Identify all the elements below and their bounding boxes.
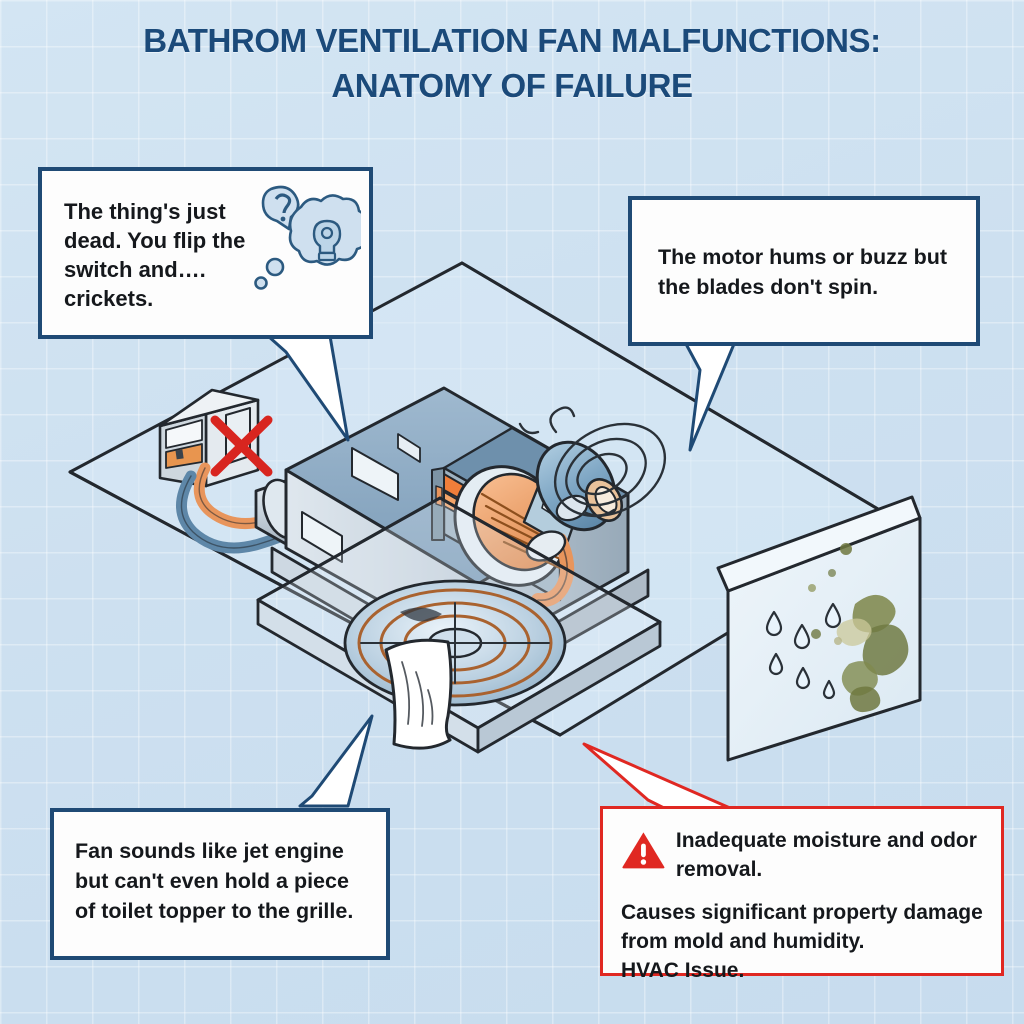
warning-triangle-icon: [622, 832, 665, 869]
question-mark-thought-bubble-icon: [261, 185, 300, 231]
water-droplets: [765, 602, 842, 700]
callout-weak-airflow-text: Fan sounds like jet engine but can't eve…: [75, 839, 354, 923]
title-line-2: ANATOMY OF FAILURE: [331, 67, 693, 104]
tail-no-power: [266, 334, 350, 442]
vibration-swirl-lines: [518, 406, 667, 518]
warning-body: Causes significant property damage from …: [621, 901, 983, 982]
tail-motor-hum: [684, 342, 736, 452]
mold-wall-panel: [716, 495, 922, 762]
warning-headline-row: Inadequate moisture and odor removal.: [621, 825, 991, 884]
callout-motor-hum-text: The motor hums or buzz but the blades do…: [658, 245, 948, 299]
warning-box-consequences[interactable]: Inadequate moisture and odor removal. Ca…: [600, 806, 1004, 982]
title-line-1: BATHROM VENTILATION FAN MALFUNCTIONS:: [143, 22, 881, 59]
tail-weak-airflow: [298, 714, 374, 808]
tail-warning: [582, 742, 732, 810]
red-x-no-power-marker: [210, 415, 273, 477]
callout-motor-hum[interactable]: The motor hums or buzz but the blades do…: [628, 196, 980, 346]
blower-wheel-motor: [453, 440, 623, 608]
lightbulb-thought-bubble-icon: [288, 194, 361, 266]
callout-no-power[interactable]: The thing's just dead. You flip the swit…: [38, 167, 373, 339]
mold-stain: [808, 543, 909, 713]
page-title: BATHROM VENTILATION FAN MALFUNCTIONS: AN…: [0, 18, 1024, 108]
callout-no-power-text: The thing's just dead. You flip the swit…: [64, 199, 246, 311]
thought-dot-small: [254, 276, 268, 290]
thought-dot-large: [265, 257, 285, 277]
callout-weak-airflow[interactable]: Fan sounds like jet engine but can't eve…: [50, 808, 390, 960]
thought-bubble-icons: [254, 185, 361, 290]
warning-headline: Inadequate moisture and odor removal.: [675, 829, 977, 881]
toilet-paper-sheet: [384, 638, 453, 750]
